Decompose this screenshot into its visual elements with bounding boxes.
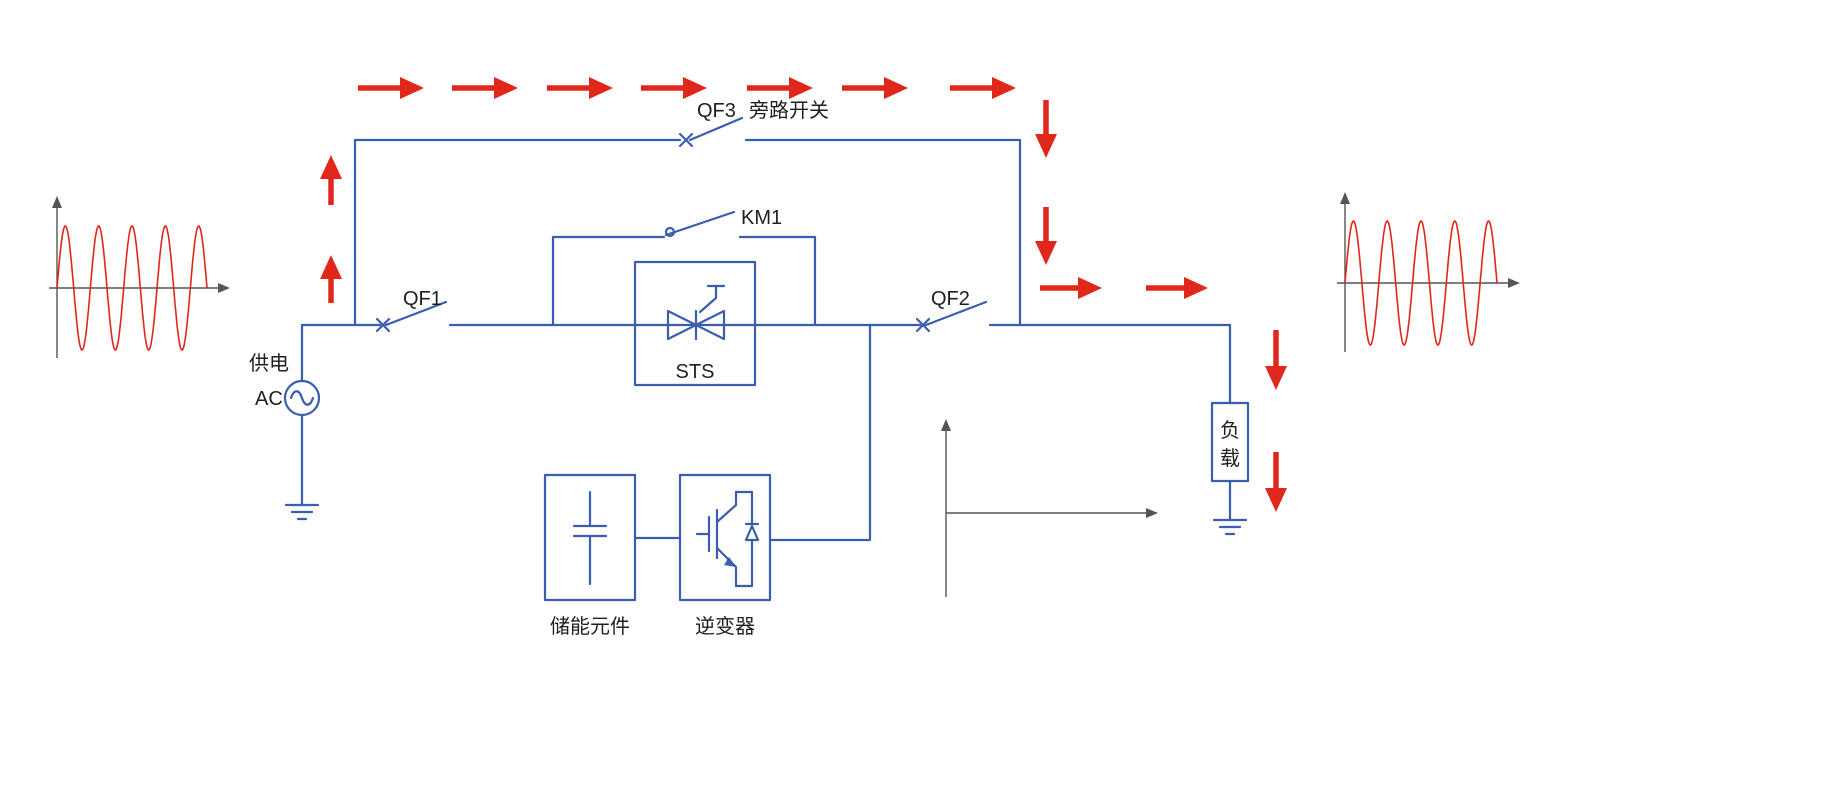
km1-label: KM1: [741, 207, 782, 229]
bypass-branch: [353, 116, 1022, 327]
qf1-breaker: [375, 300, 448, 333]
sts-box: STS: [633, 260, 757, 387]
qf3-switch: [678, 116, 744, 148]
qf2-breaker: [915, 300, 988, 333]
breaker-blade: [924, 300, 988, 327]
input-sine-wave: [56, 225, 208, 351]
sts-outline: [633, 260, 757, 387]
bypass-wire-left: [353, 138, 682, 327]
ac-label: AC: [255, 388, 283, 410]
inverter-box: [678, 473, 772, 602]
output-sine-wave: [1344, 220, 1498, 346]
supply-label: 供电: [249, 352, 289, 375]
inverter-output-axes: [941, 419, 1158, 597]
contactor-blade: [664, 210, 736, 237]
storage-outline: [543, 473, 637, 602]
ground-icon: [284, 503, 320, 521]
ground-icon: [1212, 518, 1248, 536]
bypass-switch-label: 旁路开关: [749, 99, 829, 122]
storage-label: 储能元件: [550, 615, 630, 638]
km1-wire-left: [551, 235, 666, 327]
qf2-label: QF2: [931, 288, 970, 310]
breaker-blade: [688, 116, 744, 142]
inverter-branch: [543, 323, 872, 602]
inverter-label: 逆变器: [695, 615, 755, 638]
qf3-label: QF3: [697, 100, 736, 122]
ac-source: [283, 323, 321, 521]
breaker-blade: [384, 300, 448, 327]
load-branch: 负 载: [1210, 323, 1250, 536]
contact-x-icon: [375, 317, 391, 333]
thyristor-icon: [666, 284, 726, 341]
km1-branch: [551, 210, 817, 327]
load-label-line1: 负: [1220, 419, 1240, 442]
igbt-icon: [695, 490, 760, 588]
inverter-outline: [678, 473, 772, 602]
capacitor-icon: [572, 490, 608, 586]
qf1-label: QF1: [403, 288, 442, 310]
load-label-line2: 载: [1220, 447, 1240, 470]
km1-wire-right: [738, 235, 817, 327]
bypass-wire-right: [744, 138, 1022, 327]
input-waveform-plot: [49, 196, 230, 358]
contact-x-icon: [678, 132, 694, 148]
inverter-feed-wire: [768, 323, 872, 542]
sts-label: STS: [676, 361, 715, 383]
output-waveform-plot: [1337, 192, 1520, 352]
storage-box: [543, 473, 637, 602]
ac-sine-glyph: [289, 390, 315, 406]
contact-x-icon: [915, 317, 931, 333]
